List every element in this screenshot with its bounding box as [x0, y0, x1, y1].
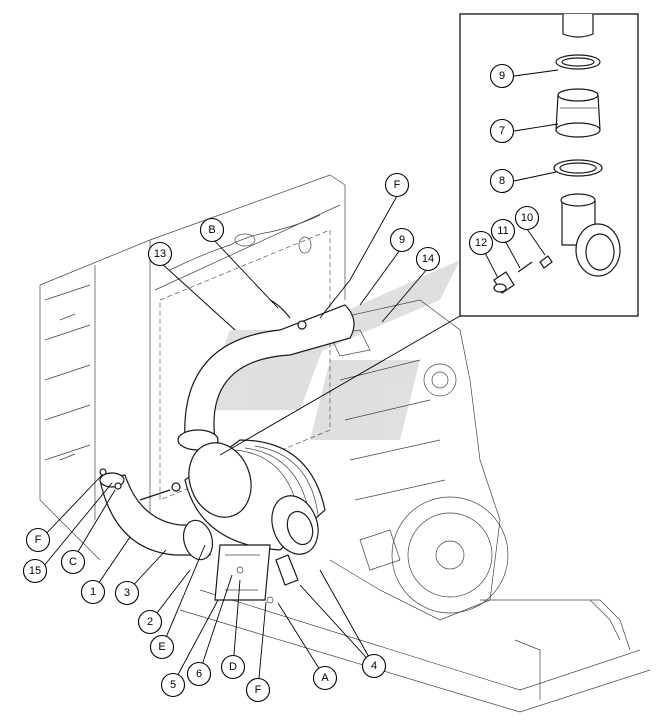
callout-12-inset: 12	[468, 230, 494, 256]
svg-text:11: 11	[497, 225, 508, 237]
svg-text:4: 4	[371, 660, 377, 672]
svg-text:F: F	[394, 179, 401, 191]
svg-text:A: A	[321, 672, 329, 684]
detail-inset	[219, 13, 639, 456]
svg-text:F: F	[35, 534, 42, 546]
callout-9-main: 9	[389, 227, 415, 253]
svg-text:C: C	[69, 556, 77, 568]
leader-lines	[42, 69, 559, 690]
mounting-bracket-6	[214, 544, 274, 604]
svg-text:10: 10	[521, 212, 533, 224]
callout-7-inset: 7	[489, 118, 515, 144]
callout-14: 14	[415, 246, 441, 272]
svg-text:E: E	[158, 641, 165, 653]
svg-text:8: 8	[499, 175, 505, 187]
svg-text:D: D	[229, 661, 237, 673]
callout-10-inset: 10	[514, 205, 540, 231]
svg-text:9: 9	[499, 70, 505, 82]
svg-text:B: B	[208, 224, 215, 236]
callout-A: A	[312, 665, 338, 691]
callout-11-inset: 11	[490, 218, 516, 244]
engine-block	[329, 299, 509, 621]
callout-13: 13	[147, 241, 173, 267]
callout-5: 5	[160, 672, 186, 698]
air-cleaner-housing	[184, 439, 326, 586]
callout-2: 2	[137, 609, 163, 635]
svg-text:13: 13	[154, 248, 166, 260]
svg-text:9: 9	[399, 234, 405, 246]
callout-F-left: F	[25, 527, 51, 553]
inlet-elbow-1	[99, 472, 214, 561]
callout-E: E	[149, 634, 175, 660]
callout-15: 15	[22, 558, 48, 584]
svg-text:3: 3	[124, 587, 130, 599]
svg-text:1: 1	[90, 586, 96, 598]
callout-9-inset: 9	[489, 63, 515, 89]
callout-B: B	[199, 217, 225, 243]
svg-text:14: 14	[422, 253, 434, 265]
svg-text:F: F	[255, 684, 262, 696]
svg-text:12: 12	[475, 237, 487, 249]
callout-1: 1	[80, 579, 106, 605]
callout-F-top: F	[384, 172, 410, 198]
svg-text:15: 15	[29, 565, 41, 577]
base-frame-rails	[179, 589, 651, 713]
callout-C: C	[60, 549, 86, 575]
hardware-bits	[99, 299, 307, 501]
callout-4: 4	[361, 653, 387, 679]
svg-text:2: 2	[147, 616, 153, 628]
callout-6: 6	[186, 661, 212, 687]
svg-text:5: 5	[170, 679, 176, 691]
radiator-frame	[39, 174, 346, 561]
callout-8-inset: 8	[489, 168, 515, 194]
callout-3: 3	[114, 580, 140, 606]
svg-text:6: 6	[196, 668, 202, 680]
svg-text:7: 7	[499, 125, 505, 137]
callout-F-bottom: F	[245, 677, 271, 703]
callout-D: D	[220, 654, 246, 680]
